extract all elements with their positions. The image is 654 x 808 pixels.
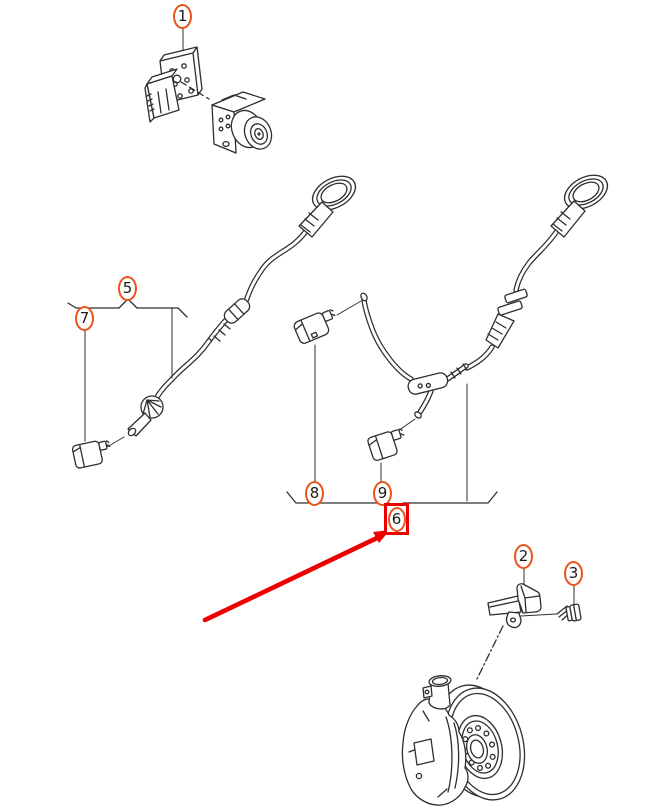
corrugation-marks [213, 323, 231, 342]
callout-1-number: 1 [177, 7, 188, 25]
connector-7-drawing [71, 440, 111, 469]
brake-disc-assembly-drawing [401, 675, 526, 806]
highlight-box: 6 [384, 503, 409, 535]
callout-8[interactable]: 8 [305, 481, 324, 506]
corrugation-marks [450, 363, 468, 379]
assembly-alignment-line [476, 625, 504, 680]
callout-2[interactable]: 2 [514, 544, 533, 569]
callout-7-number: 7 [79, 309, 90, 327]
branch-end [414, 411, 422, 419]
abs-bracket-drawing [144, 46, 203, 123]
abs-unit-assembly-drawing [144, 27, 273, 154]
callout-7[interactable]: 7 [75, 306, 94, 331]
sensor-bolt-drawing [556, 584, 582, 622]
callout-3-number: 3 [568, 564, 579, 582]
highlight-arrow [202, 530, 390, 623]
connector-9-drawing [367, 428, 405, 462]
alignment-line [520, 613, 557, 617]
callout-2-number: 2 [518, 547, 529, 565]
abs-pump-drawing [211, 91, 273, 154]
branch-fitting [407, 372, 449, 395]
callout-6[interactable]: 6 [387, 506, 406, 532]
callout-3[interactable]: 3 [564, 561, 583, 586]
assembly-alignment-line [180, 81, 210, 100]
callout-9-number: 9 [377, 484, 388, 502]
callout-5[interactable]: 5 [118, 276, 137, 301]
cable-sleeve [223, 298, 251, 324]
callout-8-number: 8 [309, 484, 320, 502]
callout-5-number: 5 [122, 279, 133, 297]
grommet-boot [298, 201, 334, 238]
sensor-head-drawing [127, 395, 164, 437]
harness-collar [504, 288, 528, 304]
grommet-boot [550, 200, 586, 238]
caliper-cylinder-drawing [422, 675, 452, 710]
wheel-sensor-drawing [487, 567, 557, 629]
leader-line [336, 300, 362, 316]
callout-6-number: 6 [391, 509, 402, 528]
callout-1[interactable]: 1 [173, 4, 192, 29]
harness-collar [497, 300, 523, 316]
connector-8-drawing [293, 309, 336, 344]
rear-harness-drawing [293, 167, 614, 462]
hub-center-bore [465, 734, 489, 764]
branch-end [360, 292, 368, 302]
front-sensor-cable-drawing [71, 168, 362, 469]
caliper-drawing [401, 698, 469, 806]
callout-9[interactable]: 9 [373, 481, 392, 506]
harness-boot [485, 313, 515, 349]
